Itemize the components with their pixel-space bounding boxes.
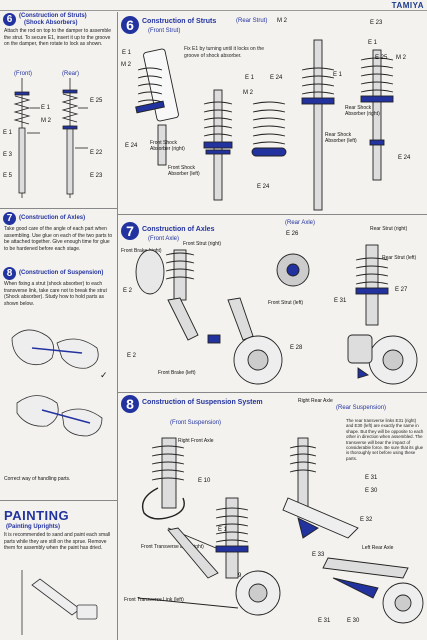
hand-holding-drawing: ✓ (11, 329, 108, 437)
part-e26: E 26 (286, 231, 299, 237)
front-strut-label: (Front Strut) (148, 28, 181, 34)
part-e10: E 10 (198, 478, 211, 484)
part-e23: E 23 (90, 173, 103, 179)
part-e33: E 33 (312, 552, 325, 558)
part-e11: E 11 (218, 527, 230, 533)
part-e30-a: E 30 (365, 488, 378, 494)
part-e28: E 28 (290, 345, 303, 351)
rear-strut-right-label: Rear Strut (right) (370, 226, 408, 232)
part-e1-a: E 1 (3, 130, 13, 136)
part-e2-a: E 2 (123, 288, 133, 294)
rear-strut-left-label: Rear Strut (left) (382, 255, 417, 261)
front-strut-left-label: Front Strut (left) (268, 300, 304, 306)
part-e2-b: E 2 (127, 353, 137, 359)
axles-drawing (135, 244, 418, 385)
divider-right-1 (118, 214, 427, 215)
part-e1-e: E 1 (368, 40, 378, 46)
part-e1-f: E 1 (333, 72, 343, 78)
step-7-big-title: Construction of Axles (142, 226, 215, 233)
painting-title: PAINTING (4, 508, 70, 523)
part-e31-b: E 31 (365, 475, 378, 481)
step-8-small-caption: Correct way of handling parts. (4, 476, 71, 482)
part-e25: E 25 (90, 98, 103, 104)
step-8-small-title: (Construction of Suspension) (19, 270, 104, 276)
column-divider (117, 12, 118, 640)
right-rear-axle-label: Right Rear Axle (298, 398, 333, 404)
part-e25-b: E 25 (375, 55, 388, 61)
rear-suspension-label: (Rear Suspension) (336, 405, 387, 411)
step-7-small-title: (Construction of Axles) (19, 215, 86, 221)
part-e24-c: E 24 (257, 184, 270, 190)
divider-right-2 (118, 392, 427, 393)
step-6-small-subtitle: (Shock Absorbers) (24, 20, 78, 26)
rear-strut-label: (Rear Strut) (236, 18, 268, 24)
front-brake-left-label: Front Brake (left) (158, 370, 196, 376)
part-e1-c: E 1 (122, 50, 132, 56)
rear-shock-left-label: Rear Shock Absorber (left) (325, 132, 357, 144)
svg-text:✓: ✓ (100, 371, 108, 381)
step-8-small-badge: 8 (3, 267, 16, 280)
step-8-big-badge: 8 (121, 395, 139, 413)
front-axle-label: (Front Axle) (148, 236, 180, 242)
part-m2-c: M 2 (243, 90, 254, 96)
front-shock-right-label: Front Shock Absorber (right) (150, 140, 185, 152)
part-e24-a: E 24 (125, 143, 138, 149)
step-6-small-title: (Construction of Struts) (19, 13, 87, 19)
front-transverse-link-right-label: Front Transverse Link (right) (141, 544, 204, 550)
rear-shock-right-label: Rear Shock Absorber (right) (345, 105, 380, 117)
step-8-small-note: When fixing a strut (shock absorber) to … (4, 281, 107, 307)
big-struts-drawing (135, 39, 394, 211)
divider-left-2 (0, 500, 117, 501)
front-brake-right-label: Front Brake (right) (121, 248, 162, 254)
part-m2-e: M 2 (396, 55, 407, 61)
rear-label: (Rear) (62, 71, 80, 77)
painting-note: It is recommended to sand and paint each… (4, 532, 111, 551)
painting-drawing (21, 570, 98, 635)
front-label: (Front) (14, 71, 32, 77)
left-rear-axle-label: Left Rear Axle (362, 545, 394, 551)
part-e30-b: E 30 (347, 618, 360, 624)
part-e24-b: E 24 (270, 75, 283, 81)
step-6-small-note: Attach the rod on top to the damper to a… (4, 28, 112, 47)
part-e5: E 5 (3, 173, 13, 179)
part-e22: E 22 (90, 150, 103, 156)
part-e24-d: E 24 (398, 155, 411, 161)
step-7-big-badge: 7 (121, 222, 139, 240)
brand-logo: TAMIYA (391, 1, 424, 10)
front-shock-left-label: Front Shock Absorber (left) (168, 165, 200, 177)
step-6-big-badge: 6 (121, 16, 139, 34)
part-e1-d: E 1 (245, 75, 255, 81)
rear-suspension-note: The rear transverse links E31 (right) an… (346, 418, 424, 461)
part-e1-b: E 1 (41, 105, 51, 111)
front-suspension-label: (Front Suspension) (170, 420, 222, 426)
top-divider (0, 10, 427, 11)
step-6-big-title: Construction of Struts (142, 18, 217, 25)
part-e23-b: E 23 (370, 20, 383, 26)
part-e32: E 32 (360, 517, 373, 523)
suspension-drawing (137, 437, 424, 624)
step-6-small-badge: 6 (3, 13, 16, 26)
front-strut-right-label: Front Strut (right) (183, 241, 222, 247)
rear-axle-label: (Rear Axle) (285, 220, 316, 226)
step-7-small-badge: 7 (3, 212, 16, 225)
step-8-big-title: Construction of Suspension System (142, 399, 263, 406)
small-struts-drawing (13, 78, 88, 198)
part-e3: E 3 (3, 152, 13, 158)
part-m2-b: M 2 (121, 62, 132, 68)
right-front-axle-label: Right Front Axle (178, 438, 214, 444)
part-e31-c: E 31 (318, 618, 331, 624)
step-6-big-note: Fix E1 by turning until it locks on the … (184, 46, 265, 59)
part-e31-a: E 31 (334, 298, 347, 304)
divider-left-1 (0, 208, 117, 209)
part-m2-d: M 2 (277, 18, 288, 24)
part-m2: M 2 (41, 118, 52, 124)
part-e27: E 27 (395, 287, 408, 293)
step-7-small-note: Take good care of the angle of each part… (4, 226, 113, 252)
painting-subtitle: (Painting Uprights) (6, 524, 60, 530)
